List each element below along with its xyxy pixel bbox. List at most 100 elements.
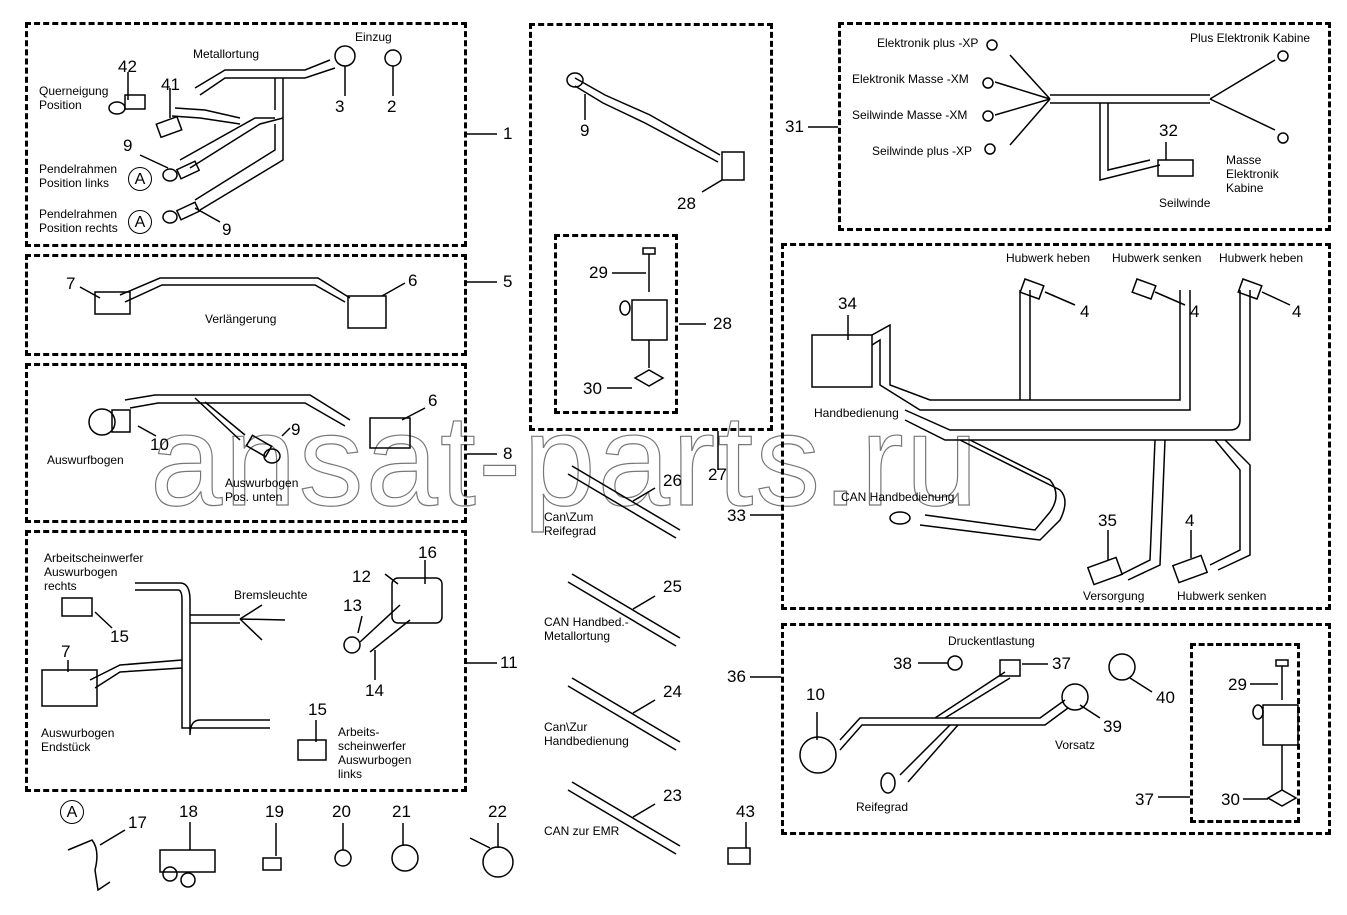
callout-24[interactable]: 24 bbox=[663, 682, 682, 701]
callout-14[interactable]: 14 bbox=[365, 681, 384, 700]
callout-40[interactable]: 40 bbox=[1156, 688, 1175, 707]
group-ref-8[interactable]: 8 bbox=[503, 444, 513, 463]
label-can-reifegrad-1: Can\Zum bbox=[544, 510, 594, 524]
group-ref-36[interactable]: 36 bbox=[727, 667, 746, 686]
label-el-plus: Elektronik plus -XP bbox=[877, 36, 979, 50]
callout-26[interactable]: 26 bbox=[663, 471, 682, 490]
label-verlaengerung: Verlängerung bbox=[205, 312, 277, 326]
callout-15[interactable]: 15 bbox=[110, 627, 129, 646]
label-plus-kabine: Plus Elektronik Kabine bbox=[1190, 31, 1311, 45]
callout-29[interactable]: 29 bbox=[1228, 675, 1247, 694]
group-8-frame bbox=[25, 363, 467, 523]
label-can-handbed-2: Metallortung bbox=[544, 629, 611, 643]
label-can-reifegrad-2: Reifegrad bbox=[544, 524, 597, 538]
callout-18[interactable]: 18 bbox=[179, 802, 198, 821]
group-ref-28[interactable]: 28 bbox=[713, 314, 732, 333]
label-aw-rechts-1: Arbeitscheinwerfer bbox=[44, 551, 144, 565]
circle-marker-a: A bbox=[128, 167, 152, 191]
group-ref-37[interactable]: 37 bbox=[1135, 790, 1154, 809]
label-pendel-rechts-1: Pendelrahmen bbox=[39, 207, 118, 221]
callout-34[interactable]: 34 bbox=[838, 294, 857, 313]
callout-30[interactable]: 30 bbox=[1221, 790, 1240, 809]
group-1-frame bbox=[25, 22, 467, 247]
callout-6[interactable]: 6 bbox=[408, 271, 418, 290]
callout-43[interactable]: 43 bbox=[736, 802, 755, 821]
label-pos-unten-1: Auswurbogen bbox=[225, 476, 299, 490]
callout-41[interactable]: 41 bbox=[161, 75, 180, 94]
callout-29[interactable]: 29 bbox=[589, 263, 608, 282]
label-pendel-links-1: Pendelrahmen bbox=[39, 162, 118, 176]
label-reifegrad: Reifegrad bbox=[856, 800, 909, 814]
group-ref-1[interactable]: 1 bbox=[503, 124, 513, 143]
callout-4[interactable]: 4 bbox=[1190, 302, 1200, 321]
label-sw-plus: Seilwinde plus -XP bbox=[872, 144, 973, 158]
label-hub-heben-2: Hubwerk heben bbox=[1219, 251, 1304, 265]
callout-17[interactable]: 17 bbox=[128, 813, 147, 832]
group-27-frame bbox=[529, 23, 773, 431]
callout-20[interactable]: 20 bbox=[332, 802, 351, 821]
label-pendel-rechts-2: Position rechts bbox=[39, 221, 118, 235]
label-hub-senken-2: Hubwerk senken bbox=[1177, 589, 1267, 603]
label-hub-heben-1: Hubwerk heben bbox=[1006, 251, 1091, 265]
callout-15[interactable]: 15 bbox=[308, 700, 327, 719]
callout-13[interactable]: 13 bbox=[343, 596, 362, 615]
group-31-frame bbox=[838, 22, 1331, 231]
circle-marker-a: A bbox=[60, 800, 84, 824]
group-ref-31[interactable]: 31 bbox=[785, 117, 804, 136]
label-aw-links-1: Arbeits- bbox=[338, 725, 380, 739]
callout-7[interactable]: 7 bbox=[61, 642, 71, 661]
label-can-handbedienung-2: Handbedienung bbox=[544, 734, 629, 748]
callout-9[interactable]: 9 bbox=[291, 420, 301, 439]
label-aw-links-4: links bbox=[338, 767, 363, 781]
callout-19[interactable]: 19 bbox=[265, 802, 284, 821]
label-metallortung: Metallortung bbox=[193, 47, 260, 61]
group-ref-33[interactable]: 33 bbox=[727, 506, 746, 525]
callout-4[interactable]: 4 bbox=[1292, 302, 1302, 321]
callout-4[interactable]: 4 bbox=[1185, 511, 1195, 530]
label-masse-3: Kabine bbox=[1226, 181, 1264, 195]
callout-28[interactable]: 28 bbox=[677, 194, 696, 213]
callout-10[interactable]: 10 bbox=[806, 685, 825, 704]
label-hub-senken-1: Hubwerk senken bbox=[1112, 251, 1202, 265]
callout-30[interactable]: 30 bbox=[583, 379, 602, 398]
label-querneigung-1: Querneigung bbox=[39, 84, 109, 98]
label-can-handbedienung-1: Can\Zur bbox=[544, 720, 588, 734]
label-querneigung-2: Position bbox=[39, 98, 82, 112]
callout-12[interactable]: 12 bbox=[352, 567, 371, 586]
label-seilwinde: Seilwinde bbox=[1159, 196, 1211, 210]
callout-25[interactable]: 25 bbox=[663, 577, 682, 596]
callout-42[interactable]: 42 bbox=[118, 57, 137, 76]
group-28-subframe bbox=[554, 234, 678, 414]
label-aw-links-3: Auswurbogen bbox=[338, 753, 412, 767]
label-auswurfbogen: Auswurfbogen bbox=[47, 453, 124, 467]
label-einzug: Einzug bbox=[355, 30, 392, 44]
callout-3[interactable]: 3 bbox=[335, 97, 345, 116]
label-aw-rechts-3: rechts bbox=[44, 579, 77, 593]
callout-2[interactable]: 2 bbox=[387, 97, 397, 116]
callout-32[interactable]: 32 bbox=[1159, 121, 1178, 140]
callout-6[interactable]: 6 bbox=[428, 391, 438, 410]
label-endstueck-2: Endstück bbox=[41, 740, 91, 754]
group-ref-27[interactable]: 27 bbox=[708, 465, 727, 484]
label-handbedienung: Handbedienung bbox=[814, 406, 899, 420]
callout-10[interactable]: 10 bbox=[150, 435, 169, 454]
callout-4[interactable]: 4 bbox=[1080, 302, 1090, 321]
callout-38[interactable]: 38 bbox=[893, 654, 912, 673]
callout-21[interactable]: 21 bbox=[392, 802, 411, 821]
label-can-handbedienung: CAN Handbedienung bbox=[841, 490, 955, 504]
label-pos-unten-2: Pos. unten bbox=[225, 490, 283, 504]
loose-parts bbox=[67, 822, 514, 892]
callout-35[interactable]: 35 bbox=[1098, 511, 1117, 530]
callout-7[interactable]: 7 bbox=[66, 274, 76, 293]
callout-39[interactable]: 39 bbox=[1103, 717, 1122, 736]
callout-16[interactable]: 16 bbox=[418, 543, 437, 562]
callout-9[interactable]: 9 bbox=[123, 136, 133, 155]
callout-22[interactable]: 22 bbox=[488, 802, 507, 821]
callout-37[interactable]: 37 bbox=[1052, 654, 1071, 673]
group-ref-5[interactable]: 5 bbox=[503, 272, 513, 291]
callout-9[interactable]: 9 bbox=[580, 121, 590, 140]
callout-23[interactable]: 23 bbox=[663, 786, 682, 805]
label-masse-2: Elektronik bbox=[1226, 167, 1279, 181]
group-ref-11[interactable]: 11 bbox=[500, 653, 518, 672]
callout-9[interactable]: 9 bbox=[222, 220, 232, 239]
